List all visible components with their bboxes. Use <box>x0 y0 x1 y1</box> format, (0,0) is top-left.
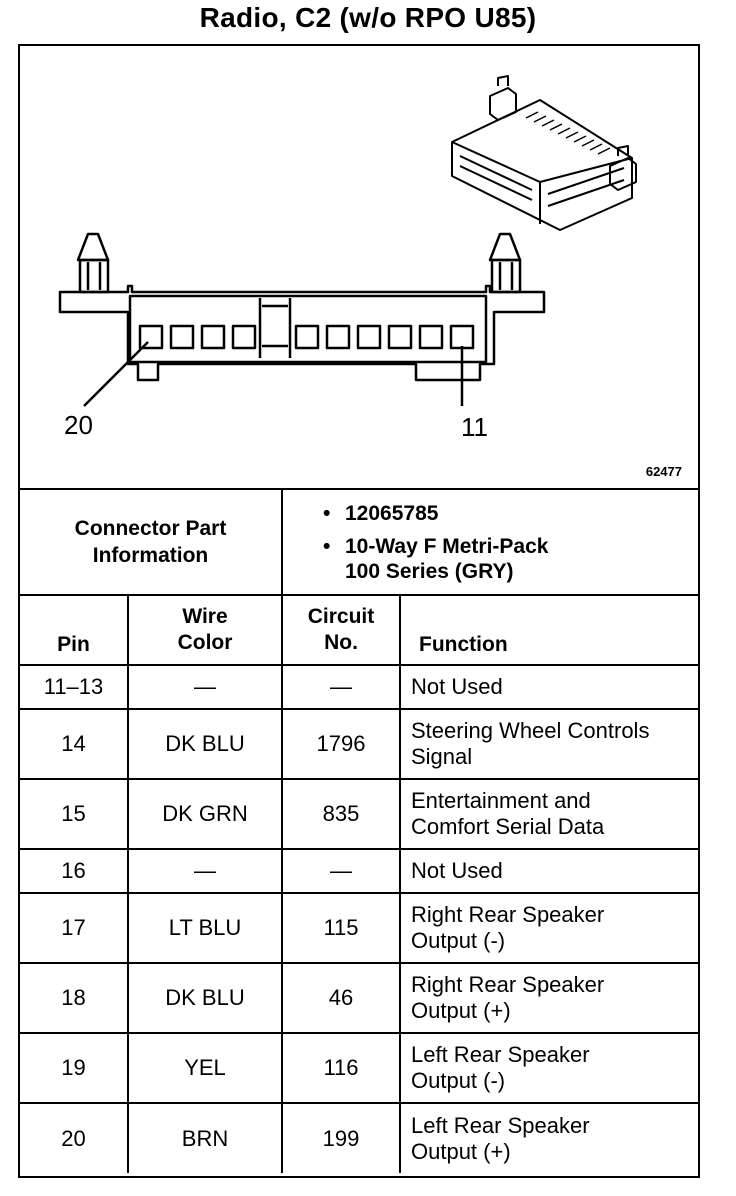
circuit-cell: 116 <box>281 1032 401 1104</box>
pin-11-label: 11 <box>461 412 488 442</box>
connector-info-label: Connector Part Information <box>20 488 283 596</box>
figure-number: 62477 <box>645 464 682 479</box>
wire-color-cell: DK BLU <box>127 962 283 1034</box>
function-line1: Right Rear Speaker <box>411 972 605 997</box>
circuit-cell: — <box>281 848 401 894</box>
function-line1: Left Rear Speaker <box>411 1112 590 1138</box>
function-line2: Output (-) <box>411 928 506 953</box>
pin-cell: 20 <box>20 1102 129 1173</box>
function-line2: Output (+) <box>411 1138 511 1164</box>
part-number: 12065785 <box>345 501 439 525</box>
wire-color-cell: BRN <box>127 1102 283 1173</box>
table-row: 16——Not Used <box>20 848 698 894</box>
header-wire-color: Wire Color <box>127 594 283 666</box>
connector-table: Connector Part Information • 12065785 • 10… <box>20 488 698 1173</box>
pin-cell: 11–13 <box>20 664 129 710</box>
circuit-cell: 115 <box>281 892 401 964</box>
header-function: Function <box>399 594 698 666</box>
connector-description-line1: 10-Way F Metri-Pack <box>345 534 549 558</box>
connector-info-values: • 12065785 • 10-Way F Metri-Pack 100 Serie… <box>281 488 698 596</box>
table-header-row: Pin Wire Color Circuit No. Function <box>20 594 698 666</box>
header-wire-color-line1: Wire <box>182 605 228 628</box>
pin-cell: 16 <box>20 848 129 894</box>
circuit-cell: — <box>281 664 401 710</box>
header-circuit-line1: Circuit <box>307 605 375 628</box>
wire-color-cell: — <box>127 848 283 894</box>
function-line2: Signal <box>411 744 473 769</box>
wire-color-cell: DK GRN <box>127 778 283 850</box>
header-wire-color-line2: Color <box>177 631 233 654</box>
function-line1: Not Used <box>411 674 503 699</box>
function-line2: Output (+) <box>411 998 511 1023</box>
wire-color-cell: LT BLU <box>127 892 283 964</box>
header-circuit-line2: No. <box>324 631 358 654</box>
table-row: 11–13——Not Used <box>20 664 698 710</box>
pin-20-label: 20 <box>64 410 93 440</box>
wire-color-cell: — <box>127 664 283 710</box>
function-line2: Output (-) <box>411 1068 506 1093</box>
connector-description-line2: 100 Series (GRY) <box>345 559 514 583</box>
connector-info-row: Connector Part Information • 12065785 • 10… <box>20 488 698 596</box>
pin-cell: 17 <box>20 892 129 964</box>
header-pin: Pin <box>20 594 129 666</box>
wire-color-cell: DK BLU <box>127 708 283 780</box>
function-cell: Not Used <box>399 664 698 710</box>
wire-color-cell: YEL <box>127 1032 283 1104</box>
circuit-cell: 835 <box>281 778 401 850</box>
circuit-cell: 199 <box>281 1102 401 1173</box>
pin-cell: 15 <box>20 778 129 850</box>
function-line1: Entertainment and <box>411 788 591 813</box>
connector-frame: 20 11 62477 Connector Part Information •… <box>18 44 700 1178</box>
circuit-cell: 46 <box>281 962 401 1034</box>
connector-info-label-line2: Information <box>92 544 209 567</box>
circuit-cell: 1796 <box>281 708 401 780</box>
pin-cell: 19 <box>20 1032 129 1104</box>
connector-info-label-line1: Connector Part <box>74 517 227 540</box>
pin-cell: 18 <box>20 962 129 1034</box>
pin-cell: 14 <box>20 708 129 780</box>
function-line1: Right Rear Speaker <box>411 902 605 927</box>
page-title: Radio, C2 (w/o RPO U85) <box>199 2 537 33</box>
function-cell: Not Used <box>399 848 698 894</box>
function-line1: Not Used <box>411 858 503 883</box>
bullet-icon: • <box>323 534 331 558</box>
function-line2: Comfort Serial Data <box>411 814 605 839</box>
connector-diagram: 20 11 62477 <box>20 46 698 488</box>
connector-illustration <box>58 75 637 407</box>
header-circuit: Circuit No. <box>281 594 401 666</box>
bullet-icon: • <box>323 501 331 525</box>
function-line1: Steering Wheel Controls <box>411 718 650 743</box>
function-line1: Left Rear Speaker <box>411 1042 590 1067</box>
